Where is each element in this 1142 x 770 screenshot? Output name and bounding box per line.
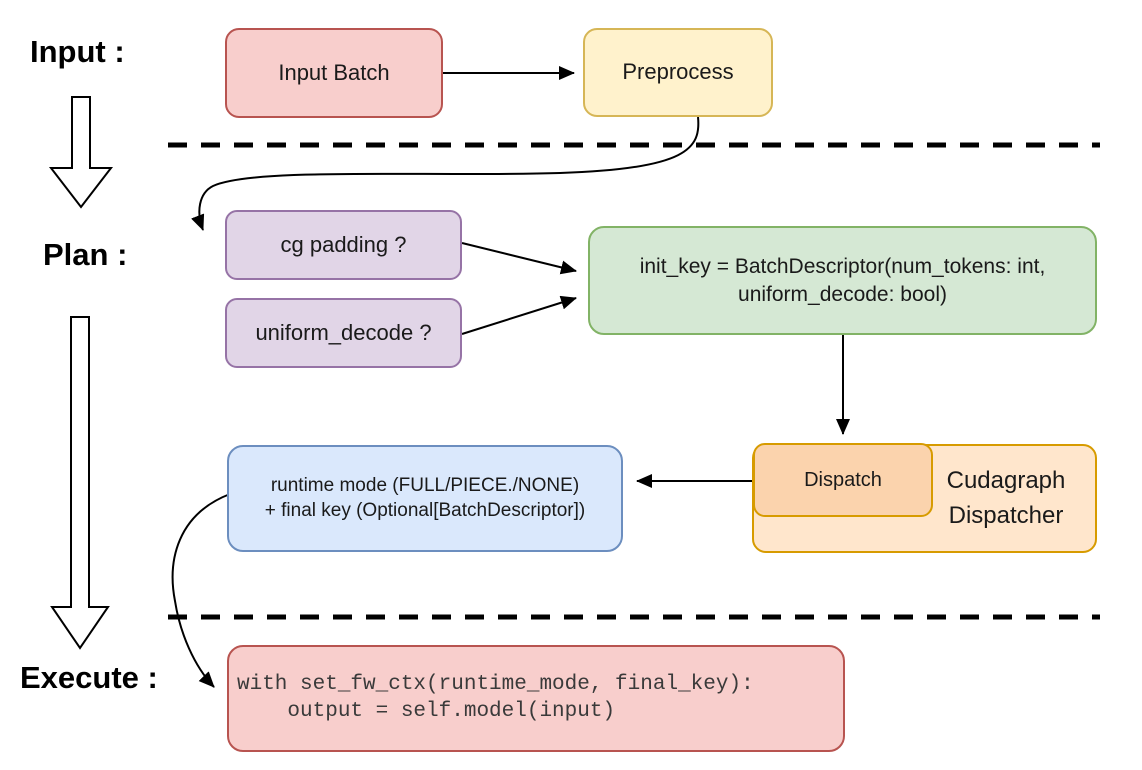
arrow-runtimemode-to-executecode [171,493,231,688]
node-uniform-decode-label: uniform_decode ? [255,319,432,345]
stage-arrow-plan-to-execute-icon [50,316,110,650]
node-cudagraph-dispatcher-label: Cudagraph Dispatcher [946,466,1066,529]
stage-label-plan: Plan : [43,237,128,272]
node-execute-code: with set_fw_ctx(runtime_mode, final_key)… [227,645,845,752]
node-input-batch-label: Input Batch [278,59,390,85]
node-runtime-mode-line1: runtime mode (FULL/PIECE./NONE) [270,474,580,496]
node-cg-padding-label: cg padding ? [280,231,407,257]
node-runtime-mode: runtime mode (FULL/PIECE./NONE) + final … [227,445,623,552]
arrow-cgpadding-to-initkey [461,242,577,275]
node-cg-padding: cg padding ? [225,210,462,280]
stage-label-input: Input : [30,34,125,69]
node-init-key-line2: uniform_decode: bool) [738,282,947,306]
stage-arrow-input-to-plan-icon [48,96,114,209]
arrow-preprocess-to-cgpadding [191,116,700,231]
node-init-key-line1: init_key = BatchDescriptor(num_tokens: i… [639,255,1046,279]
execute-code-line2: output = self.model(input) [237,699,616,723]
arrow-uniformdecode-to-initkey [461,295,577,335]
node-dispatch-label: Dispatch [804,469,882,491]
node-uniform-decode: uniform_decode ? [225,298,462,368]
node-init-key: init_key = BatchDescriptor(num_tokens: i… [588,226,1097,335]
execute-code-line1: with set_fw_ctx(runtime_mode, final_key)… [237,673,754,697]
stage-label-execute: Execute : [20,660,158,695]
node-input-batch: Input Batch [225,28,443,118]
node-runtime-mode-line2: + final key (Optional[BatchDescriptor]) [264,499,586,521]
node-preprocess-label: Preprocess [622,59,734,85]
node-dispatch: Dispatch [753,443,933,517]
node-preprocess: Preprocess [583,28,773,117]
